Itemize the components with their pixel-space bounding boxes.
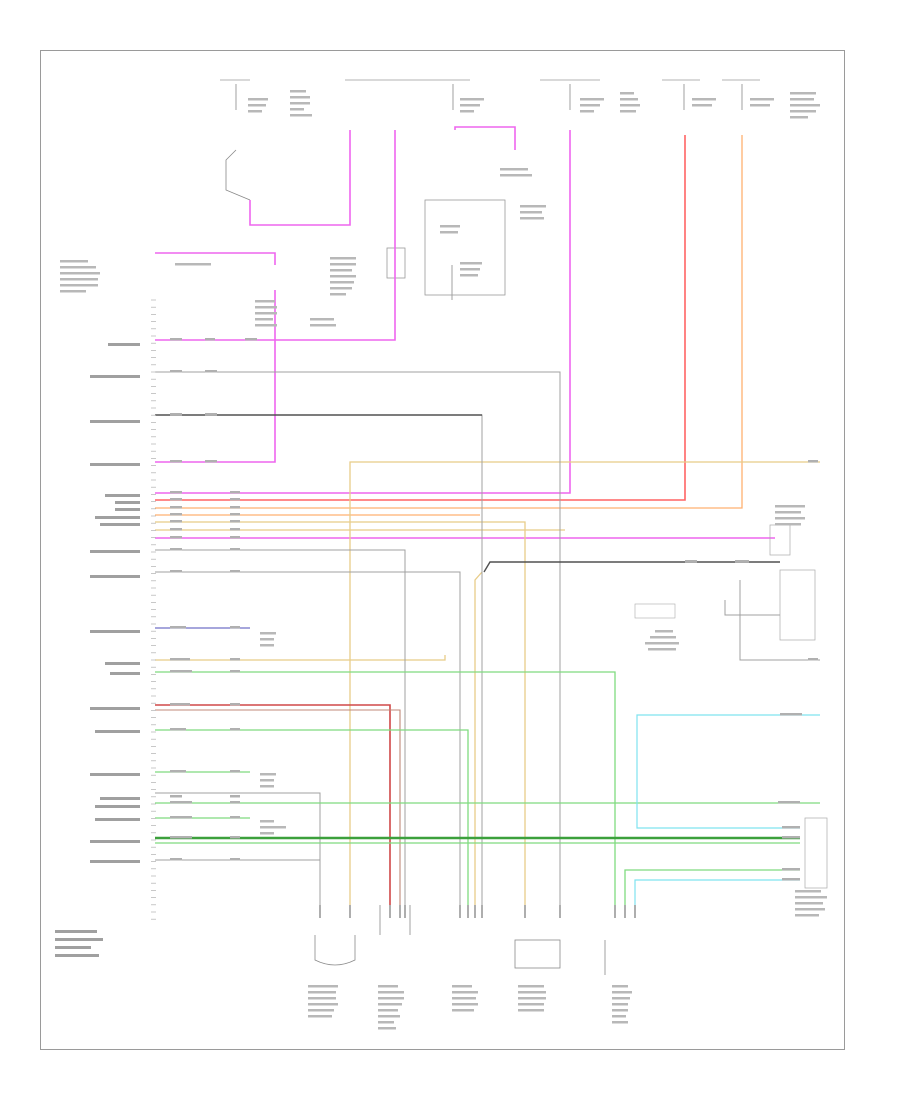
relay-box	[424, 199, 506, 296]
connector-block	[386, 247, 406, 279]
bottom-connector-stubs	[319, 905, 636, 918]
wire-color-labels	[170, 338, 818, 881]
brown-pressure-wire	[155, 709, 401, 905]
relay-switch	[634, 603, 676, 619]
tan-wires	[155, 461, 820, 905]
lightblue-wires	[634, 714, 820, 905]
red-ignition-wire	[155, 135, 686, 501]
fuel-sender-box	[779, 569, 816, 641]
fuse-symbols	[225, 84, 743, 201]
component-labels	[60, 90, 827, 1030]
orange-battery-wire	[155, 135, 743, 509]
pink-wires	[155, 126, 775, 539]
bottom-components	[314, 905, 606, 975]
green-wires	[155, 671, 820, 905]
diagram-border	[40, 50, 845, 1050]
left-labels	[55, 343, 140, 957]
pcm-connector-pins	[151, 299, 156, 920]
sensor-connector	[804, 817, 828, 889]
